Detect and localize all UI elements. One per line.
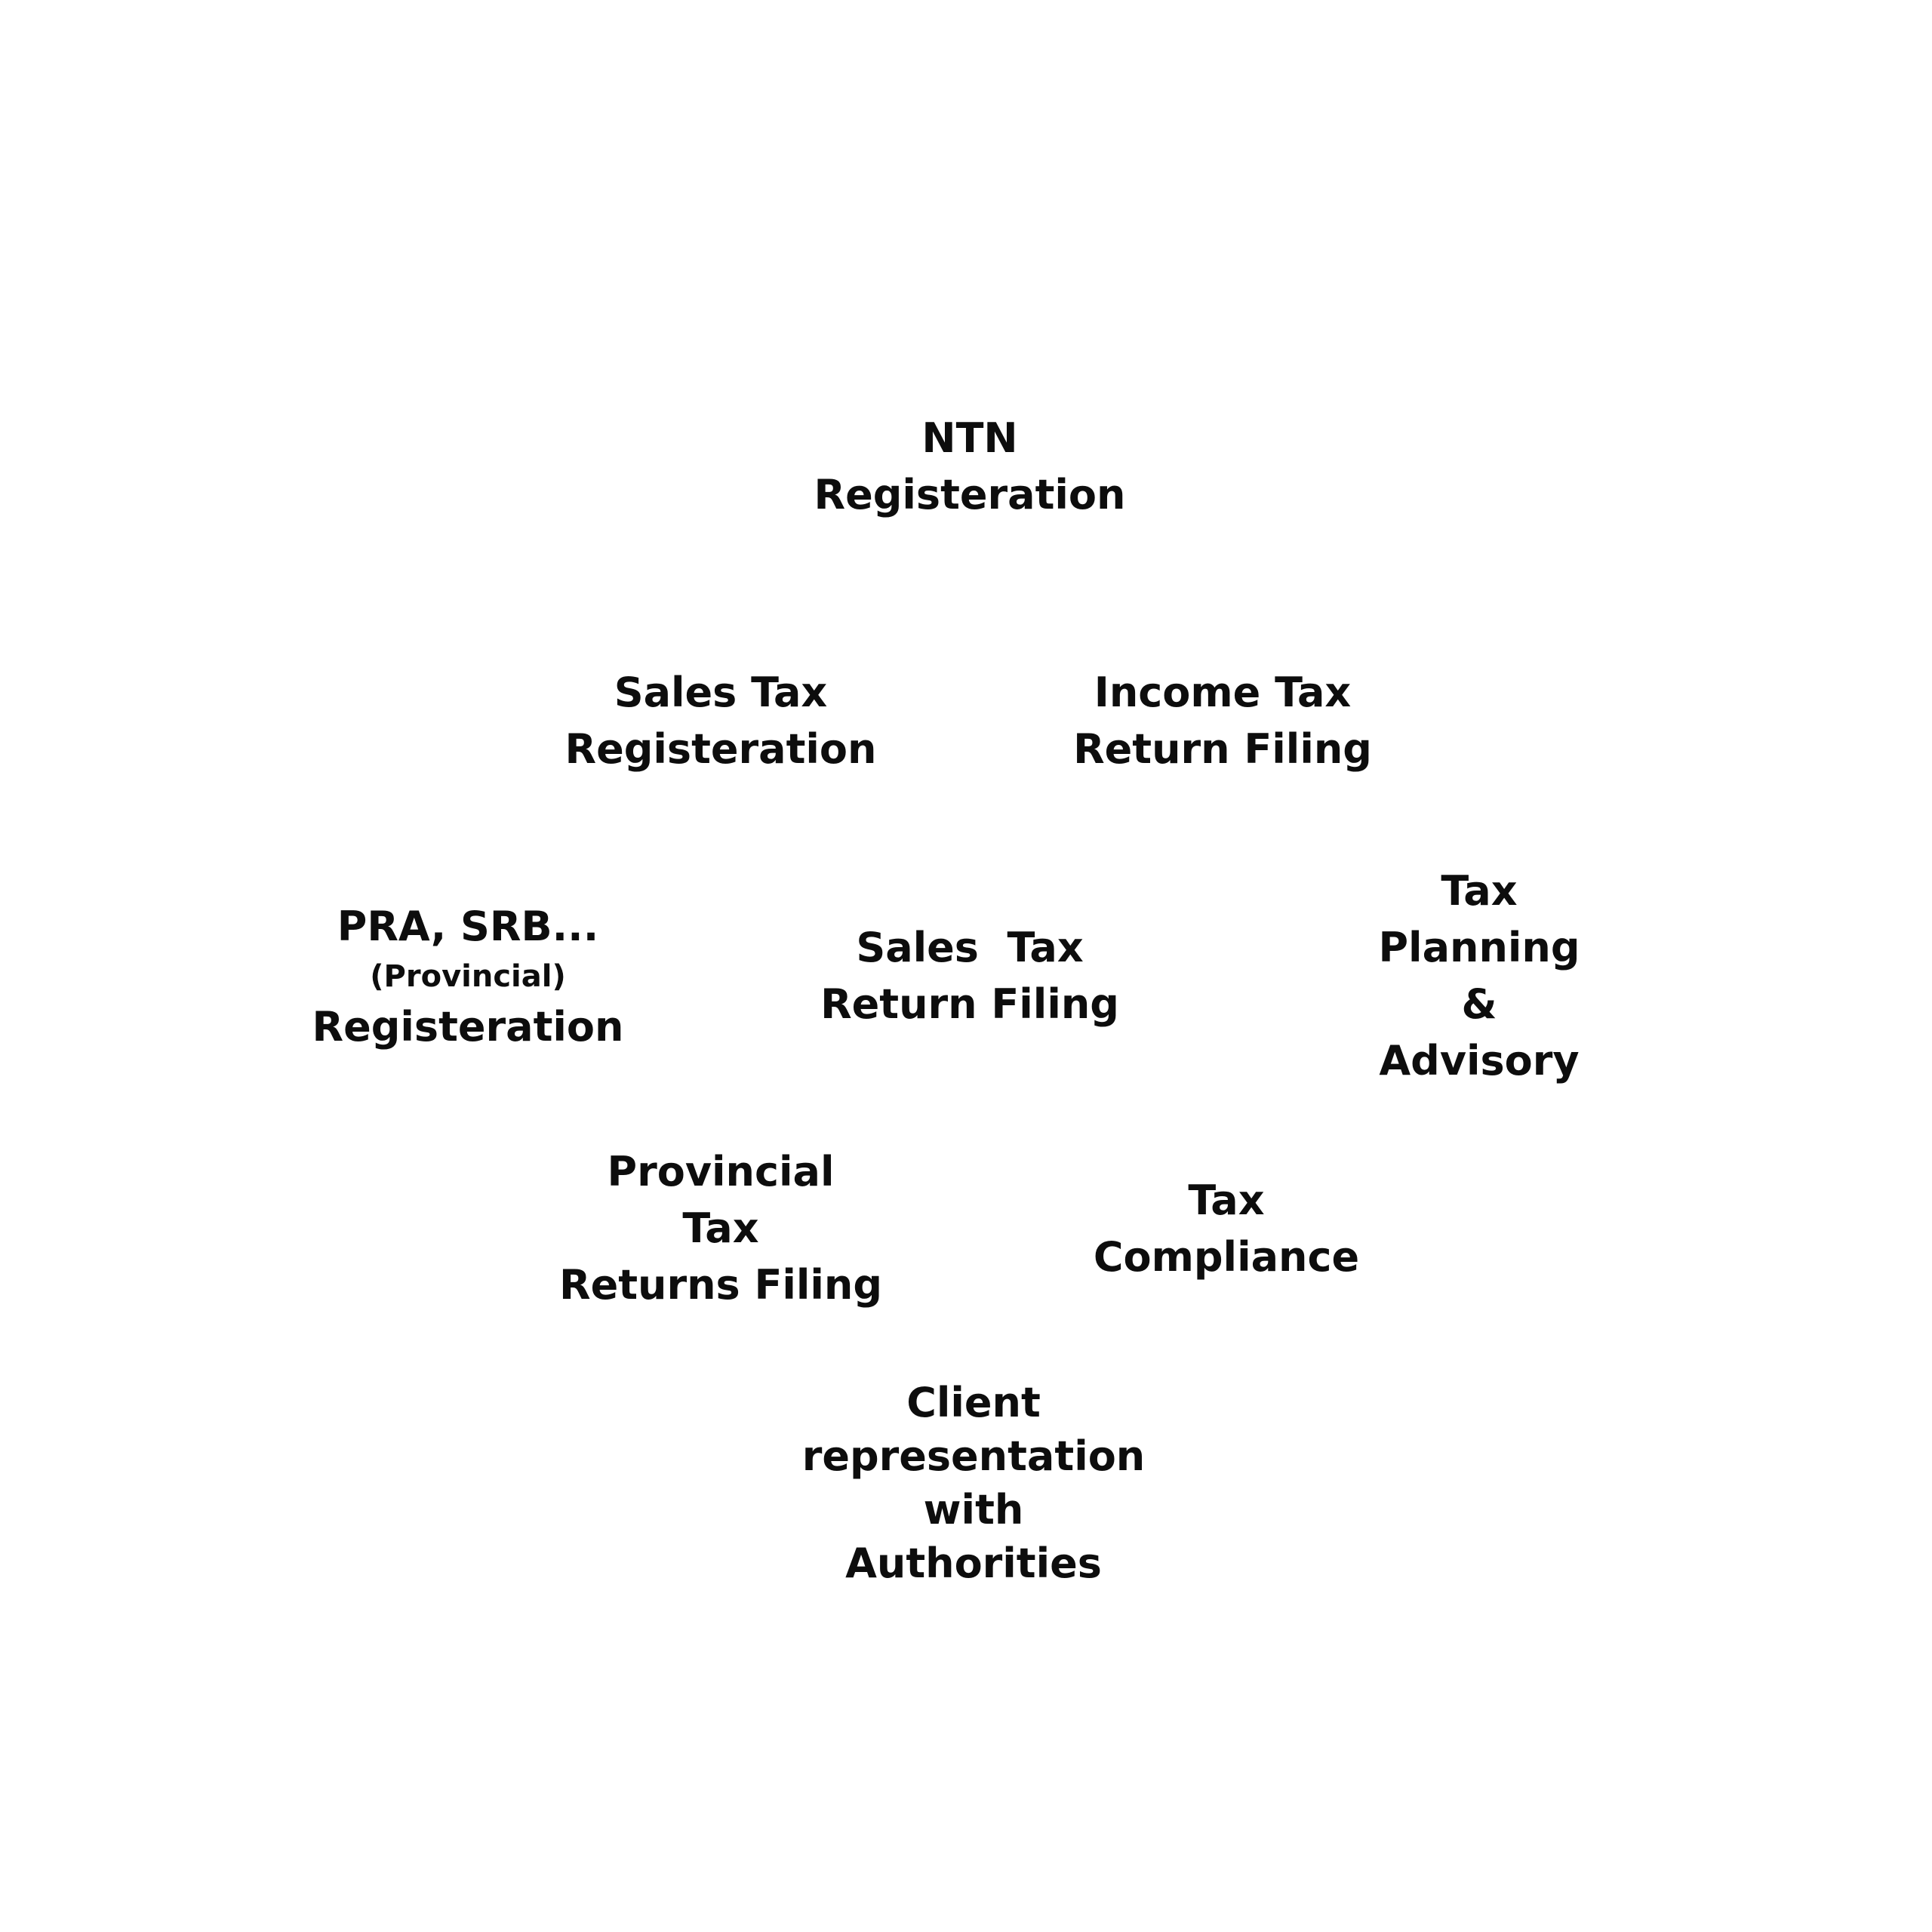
- sales-tax-registration-line-1: Sales Tax: [614, 669, 828, 716]
- client-representation-line-2: representation: [801, 1432, 1146, 1480]
- provincial-tax-returns-filing-line-1: Provincial: [607, 1148, 835, 1195]
- tax-planning-advisory-label: Tax Planning & Advisory: [1378, 863, 1580, 1089]
- ntn-registration-line-2: Registeration: [814, 471, 1126, 518]
- provincial-tax-returns-filing-line-2: Tax: [682, 1204, 759, 1252]
- income-tax-return-filing-line-1: Income Tax: [1094, 669, 1352, 716]
- tax-compliance-label: Tax Compliance: [1094, 1172, 1359, 1285]
- provincial-registration-label: PRA, SRB... (Provincial) Registeration: [312, 898, 624, 1055]
- provincial-registration-line-2: (Provincial): [370, 959, 566, 994]
- provincial-tax-returns-filing-line-3: Returns Filing: [559, 1261, 882, 1309]
- provincial-registration-line-1: PRA, SRB...: [337, 903, 599, 950]
- ntn-registration-label: NTN Registeration: [814, 410, 1126, 523]
- provincial-registration-line-3: Registeration: [312, 1003, 624, 1051]
- client-representation-line-3: with: [923, 1486, 1024, 1534]
- sales-tax-registration-line-2: Registeration: [565, 725, 877, 773]
- client-representation-label: Client representation with Authorities: [802, 1376, 1146, 1590]
- sales-tax-return-filing-line-2: Return Filing: [820, 980, 1119, 1028]
- ntn-registration-line-1: NTN: [921, 414, 1018, 462]
- sales-tax-return-filing-label: Sales Tax Return Filing: [820, 919, 1119, 1032]
- tax-compliance-line-2: Compliance: [1093, 1233, 1360, 1281]
- tax-planning-advisory-line-4: Advisory: [1379, 1037, 1580, 1084]
- income-tax-return-filing-label: Income Tax Return Filing: [1073, 664, 1372, 777]
- provincial-tax-returns-filing-label: Provincial Tax Returns Filing: [559, 1143, 882, 1313]
- sales-tax-registration-label: Sales Tax Registeration: [565, 664, 877, 777]
- client-representation-line-1: Client: [906, 1379, 1041, 1426]
- tax-compliance-line-1: Tax: [1188, 1177, 1265, 1224]
- tax-planning-advisory-line-1: Tax: [1441, 867, 1518, 915]
- tax-planning-advisory-line-3: &: [1461, 980, 1497, 1028]
- income-tax-return-filing-line-2: Return Filing: [1073, 725, 1372, 773]
- tax-planning-advisory-line-2: Planning: [1378, 924, 1580, 971]
- client-representation-line-4: Authorities: [845, 1540, 1102, 1587]
- sales-tax-return-filing-line-1: Sales Tax: [856, 924, 1084, 971]
